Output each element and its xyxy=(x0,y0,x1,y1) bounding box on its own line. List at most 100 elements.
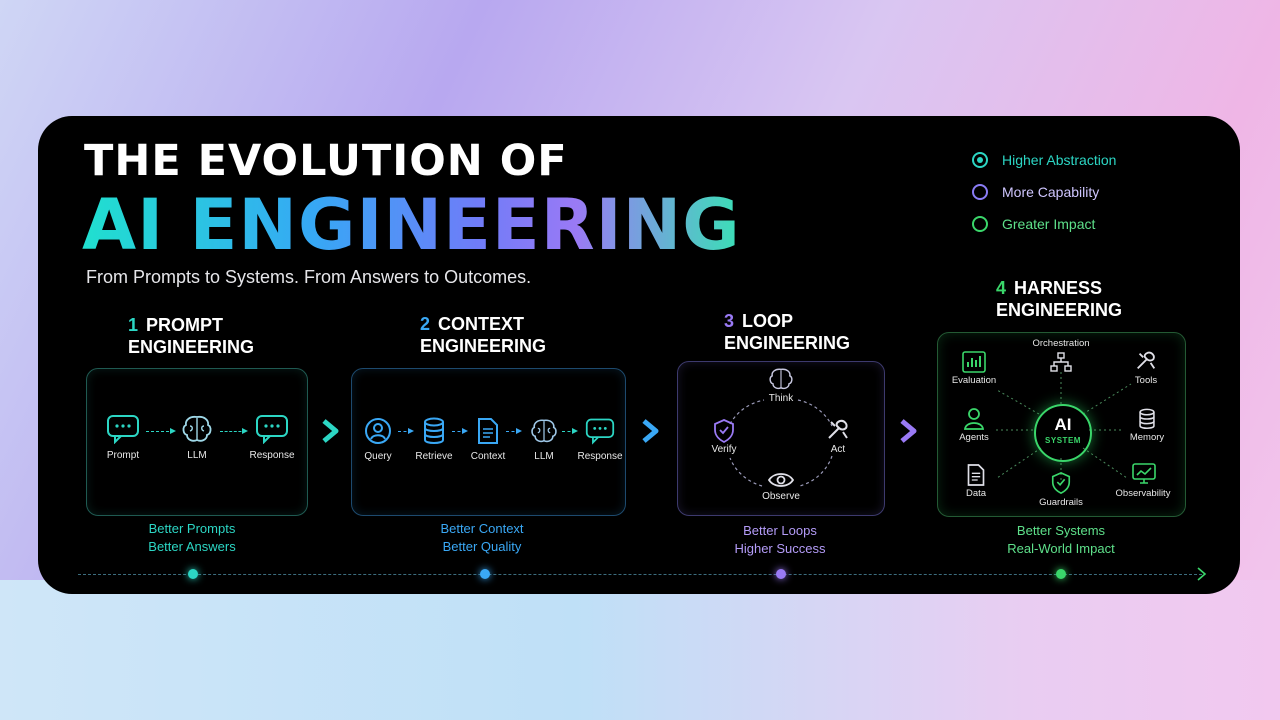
stage-name: CONTEXT xyxy=(438,314,525,334)
node-retrieve: Retrieve xyxy=(399,417,469,462)
shield-check-icon xyxy=(714,419,734,444)
flow-arrow xyxy=(452,428,468,434)
stage-number: 3 xyxy=(724,311,735,331)
legend-item-capability: More Capability xyxy=(972,176,1116,208)
node-label: Tools xyxy=(1134,375,1158,386)
brain-icon xyxy=(769,368,793,390)
stage-name: ENGINEERING xyxy=(724,333,851,353)
brain-icon xyxy=(182,415,212,442)
node-label: Data xyxy=(965,488,987,499)
arrow-right-icon xyxy=(1197,567,1207,581)
stage-3-box xyxy=(677,361,885,516)
outcome-line: Better Systems xyxy=(1016,523,1106,538)
node-label: Prompt xyxy=(106,450,140,461)
stage-name: HARNESS xyxy=(1014,278,1103,298)
legend-item-impact: Greater Impact xyxy=(972,208,1116,240)
node-data: Data xyxy=(936,488,1016,499)
outcome-line: Better Quality xyxy=(442,539,522,554)
database-icon xyxy=(1139,408,1155,429)
node-label: LLM xyxy=(187,450,207,461)
stage-1-title: 1 PROMPT ENGINEERING xyxy=(128,314,254,358)
brain-icon xyxy=(531,419,557,443)
node-memory: Memory xyxy=(1107,432,1187,443)
node-label: Query xyxy=(364,451,392,462)
timeline-dot xyxy=(480,569,490,579)
node-label: LLM xyxy=(534,451,554,462)
title-line-1: THE EVOLUTION OF xyxy=(84,136,568,186)
stage-name: ENGINEERING xyxy=(128,337,255,357)
stage-4-box xyxy=(937,332,1186,517)
flow-arrow xyxy=(562,428,578,434)
shield-check-icon xyxy=(1051,472,1071,495)
node-observability: Observability xyxy=(1103,488,1183,499)
legend-label: Higher Abstraction xyxy=(1002,152,1117,168)
stage-1-box xyxy=(86,368,308,516)
node-response: Response xyxy=(237,414,307,461)
stage-number: 2 xyxy=(420,314,431,334)
stage-1-outcome: Better Prompts Better Answers xyxy=(122,520,262,556)
node-label: Orchestration xyxy=(1032,338,1090,349)
hub-subtitle: SYSTEM xyxy=(1045,436,1081,445)
node-label: Observability xyxy=(1115,488,1171,499)
node-label: Retrieve xyxy=(415,451,453,462)
node-label: Verify xyxy=(711,444,737,455)
node-label: Evaluation xyxy=(951,375,997,386)
node-llm: LLM xyxy=(162,414,232,461)
timeline-dot xyxy=(776,569,786,579)
chevron-right-icon xyxy=(322,419,339,443)
stage-2-title: 2 CONTEXT ENGINEERING xyxy=(420,313,546,357)
stage-3-title: 3 LOOP ENGINEERING xyxy=(724,310,850,354)
node-label: Act xyxy=(830,444,846,455)
node-label: Response xyxy=(577,451,623,462)
chat-icon xyxy=(256,415,288,444)
monitor-icon xyxy=(1132,463,1156,484)
stage-4-title: 4 HARNESS ENGINEERING xyxy=(996,277,1122,321)
node-label: Memory xyxy=(1129,432,1165,443)
outcome-line: Better Answers xyxy=(148,539,236,554)
node-act: Act xyxy=(803,418,873,455)
outcome-line: Real-World Impact xyxy=(1007,541,1115,556)
stage-name: LOOP xyxy=(742,311,794,331)
stage-2-outcome: Better Context Better Quality xyxy=(412,520,552,556)
target-icon xyxy=(972,152,988,168)
ai-system-hub: AI SYSTEM xyxy=(1034,404,1092,462)
chart-icon xyxy=(962,351,986,373)
chat-icon xyxy=(585,418,615,445)
chevron-right-icon xyxy=(642,419,659,443)
circle-icon xyxy=(972,216,988,232)
flow-arrow xyxy=(220,428,248,434)
node-tools: Tools xyxy=(1106,375,1186,386)
stage-number: 1 xyxy=(128,315,139,335)
user-icon xyxy=(365,418,391,444)
stage-name: ENGINEERING xyxy=(420,336,547,356)
node-label: Guardrails xyxy=(1039,497,1083,508)
stage-number: 4 xyxy=(996,278,1007,298)
stage-name: PROMPT xyxy=(146,315,224,335)
node-label: Response xyxy=(249,450,295,461)
hub-connectors xyxy=(995,372,1132,482)
legend-label: Greater Impact xyxy=(1002,216,1096,232)
hierarchy-icon xyxy=(1050,352,1072,372)
node-orchestration: Orchestration xyxy=(1021,338,1101,349)
wrench-icon xyxy=(1137,351,1156,370)
eye-icon xyxy=(767,473,795,487)
legend-label: More Capability xyxy=(1002,184,1100,200)
stage-name: ENGINEERING xyxy=(996,300,1123,320)
node-agents: Agents xyxy=(934,432,1014,443)
infographic-card: THE EVOLUTION OF AI ENGINEERING From Pro… xyxy=(38,116,1240,594)
flow-arrow xyxy=(506,428,522,434)
stage-4-outcome: Better Systems Real-World Impact xyxy=(986,522,1136,558)
timeline-dot xyxy=(188,569,198,579)
outcome-line: Better Prompts xyxy=(148,521,236,536)
node-label: Observe xyxy=(762,491,800,502)
legend-item-abstraction: Higher Abstraction xyxy=(972,144,1116,176)
stage-3-outcome: Better Loops Higher Success xyxy=(710,522,850,558)
node-evaluation: Evaluation xyxy=(934,375,1014,386)
title-line-2: AI ENGINEERING xyxy=(82,184,741,266)
database-icon xyxy=(424,417,444,444)
legend: Higher Abstraction More Capability Great… xyxy=(972,144,1116,240)
document-icon xyxy=(478,418,498,444)
node-label: Context xyxy=(470,451,506,462)
node-llm: LLM xyxy=(509,417,579,462)
timeline xyxy=(78,569,1202,579)
